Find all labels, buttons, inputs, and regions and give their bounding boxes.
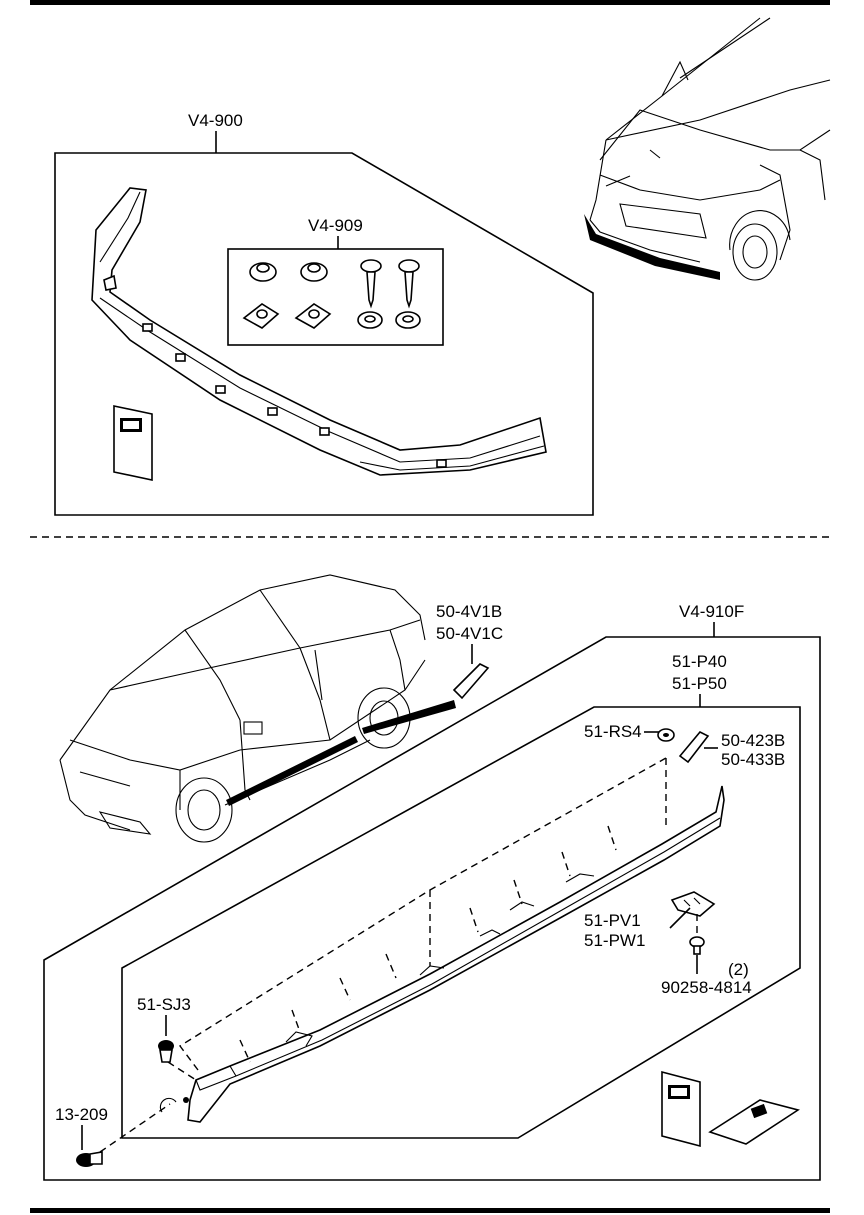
fastener-part-51-sj3[interactable] xyxy=(158,1040,174,1063)
washer-2[interactable] xyxy=(395,311,421,329)
rivet-part-13-209[interactable] xyxy=(76,1151,103,1167)
kit-boundary-v4-900 xyxy=(54,152,594,516)
tape-label-2[interactable]: 50-433B xyxy=(721,750,785,769)
clip-part-51-rs4[interactable] xyxy=(657,728,675,742)
bracket-part[interactable] xyxy=(670,891,716,917)
bottom-border-bar xyxy=(30,1208,830,1213)
side-skirt-label-1[interactable]: 51-P40 xyxy=(672,652,727,671)
rivet-hole-marker xyxy=(159,1097,189,1113)
top-section: V4-900 V4-909 xyxy=(54,17,831,516)
tapping-screw-1[interactable] xyxy=(360,259,382,309)
garnish-label-1[interactable]: 50-4V1B xyxy=(436,602,502,621)
leader-bracket xyxy=(669,907,691,929)
garnish-label-2[interactable]: 50-4V1C xyxy=(436,624,503,643)
hardware-kit-box xyxy=(227,248,444,346)
bottom-section: 50-4V1B 50-4V1C V4-910F 51-P40 51-P50 xyxy=(43,574,821,1181)
car-side-view xyxy=(59,574,456,843)
hardware-kit-label-v4-909[interactable]: V4-909 xyxy=(308,216,363,235)
bracket-label-1[interactable]: 51-PV1 xyxy=(584,911,641,930)
hex-nut-2[interactable] xyxy=(300,262,328,282)
side-skirt-part[interactable] xyxy=(187,785,725,1123)
side-skirt-label-2[interactable]: 51-P50 xyxy=(672,674,727,693)
top-border-bar xyxy=(30,0,830,5)
clip-label-51-rs4[interactable]: 51-RS4 xyxy=(584,722,642,741)
kit-boundary-v4-910f xyxy=(43,636,821,1181)
kit-label-v4-910f[interactable]: V4-910F xyxy=(679,602,744,621)
screw-quantity: (2) xyxy=(728,960,749,979)
tape-part[interactable] xyxy=(678,731,710,764)
rivet-label-13-209[interactable]: 13-209 xyxy=(55,1105,108,1124)
front-lip-spoiler[interactable] xyxy=(91,187,547,476)
attachment-lines xyxy=(99,757,667,1153)
instruction-sheet[interactable] xyxy=(708,1099,800,1145)
hex-nut-1[interactable] xyxy=(249,262,277,282)
fastener-label-51-sj3[interactable]: 51-SJ3 xyxy=(137,995,191,1014)
screw-label-90258-4814[interactable]: 90258-4814 xyxy=(661,978,752,997)
clip-nut-1[interactable] xyxy=(242,303,280,329)
garnish-part[interactable] xyxy=(452,663,490,700)
kit-label-v4-900[interactable]: V4-900 xyxy=(188,111,243,130)
screw-part-90258-4814[interactable] xyxy=(689,936,705,955)
instruction-booklet-top[interactable] xyxy=(113,405,153,481)
bracket-label-2[interactable]: 51-PW1 xyxy=(584,931,645,950)
washer-1[interactable] xyxy=(357,311,383,329)
car-front-view xyxy=(584,17,831,281)
instruction-booklet-bottom[interactable] xyxy=(661,1070,701,1148)
clip-nut-2[interactable] xyxy=(294,303,332,329)
tapping-screw-2[interactable] xyxy=(398,259,420,309)
side-skirt-boundary xyxy=(121,706,801,1139)
tape-label-1[interactable]: 50-423B xyxy=(721,731,785,750)
